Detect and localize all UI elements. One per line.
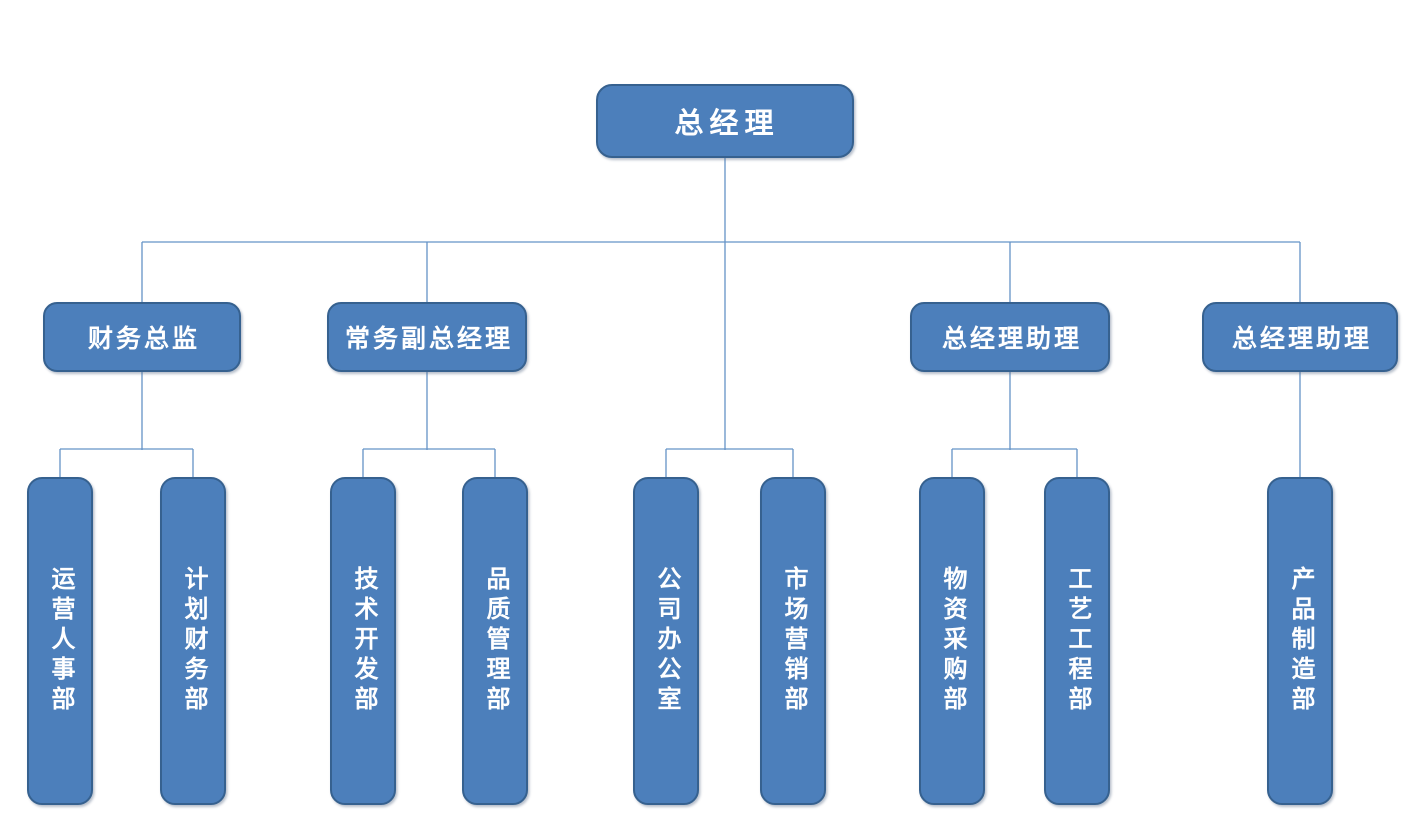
node-dept-company-office: 公司办公室: [633, 477, 699, 805]
node-dept-quality-management-label: 品质管理部: [482, 566, 508, 716]
node-executive-deputy-gm-label: 常务副总经理: [344, 326, 513, 353]
node-dept-marketing: 市场营销部: [760, 477, 826, 805]
node-dept-materials-procurement: 物资采购部: [919, 477, 985, 805]
node-gm-assistant-1-label: 总经理助理: [941, 326, 1082, 353]
node-dept-planning-finance: 计划财务部: [160, 477, 226, 805]
node-dept-tech-development-label: 技术开发部: [350, 566, 376, 716]
node-finance-director: 财务总监: [43, 302, 241, 372]
node-dept-operations-hr-label: 运营人事部: [47, 566, 73, 716]
node-general-manager-label: 总经理: [674, 108, 780, 140]
node-general-manager: 总经理: [596, 84, 854, 158]
node-dept-product-manufacturing-label: 产品制造部: [1287, 566, 1313, 716]
node-dept-planning-finance-label: 计划财务部: [180, 566, 206, 716]
node-dept-product-manufacturing: 产品制造部: [1267, 477, 1333, 805]
node-gm-assistant-1: 总经理助理: [910, 302, 1110, 372]
node-gm-assistant-2: 总经理助理: [1202, 302, 1398, 372]
node-dept-quality-management: 品质管理部: [462, 477, 528, 805]
node-dept-tech-development: 技术开发部: [330, 477, 396, 805]
node-gm-assistant-2-label: 总经理助理: [1231, 326, 1372, 353]
node-dept-process-engineering-label: 工艺工程部: [1064, 566, 1090, 716]
node-dept-process-engineering: 工艺工程部: [1044, 477, 1110, 805]
node-dept-operations-hr: 运营人事部: [27, 477, 93, 805]
node-dept-materials-procurement-label: 物资采购部: [939, 566, 965, 716]
connector-path: [59, 158, 1301, 477]
node-dept-company-office-label: 公司办公室: [653, 566, 679, 716]
node-finance-director-label: 财务总监: [87, 326, 200, 353]
node-executive-deputy-gm: 常务副总经理: [327, 302, 527, 372]
node-dept-marketing-label: 市场营销部: [780, 566, 806, 716]
